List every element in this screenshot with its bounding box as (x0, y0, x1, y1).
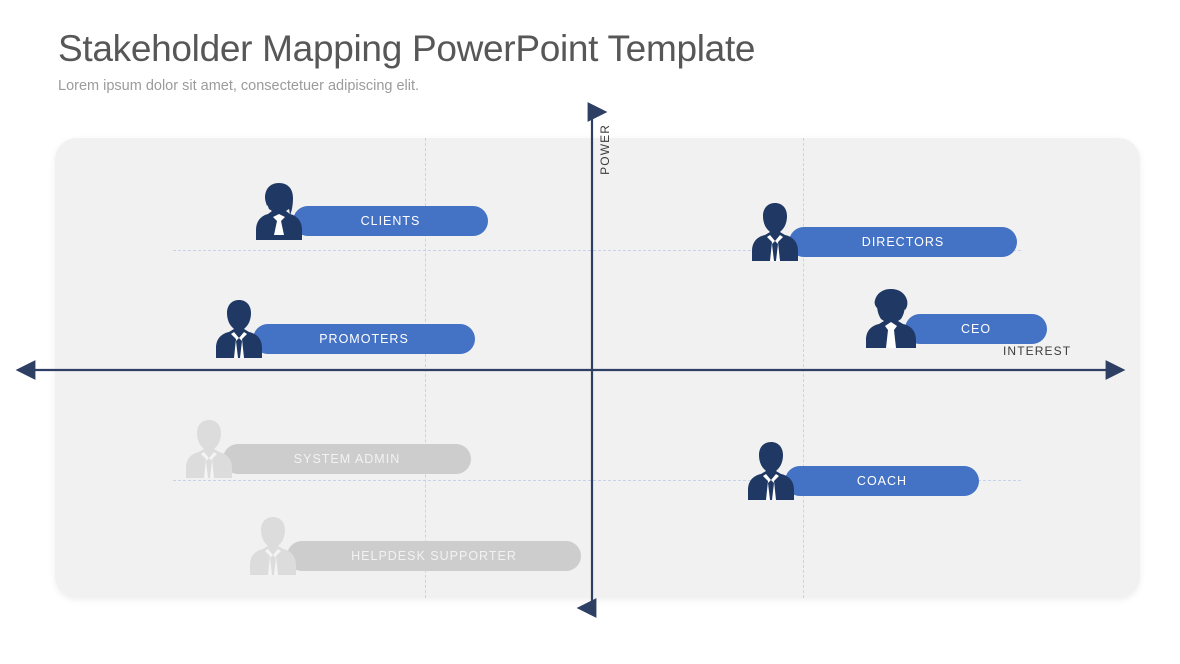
person-male-suit-icon (216, 300, 262, 358)
person-male-suit-icon (752, 203, 798, 261)
stakeholder-pill-directors[interactable]: DIRECTORS (789, 227, 1017, 257)
page-title: Stakeholder Mapping PowerPoint Template (58, 28, 756, 69)
stakeholder-pill-clients[interactable]: CLIENTS (293, 206, 488, 236)
person-male-suit-icon (250, 517, 296, 575)
stakeholder-label-promoters: PROMOTERS (319, 332, 409, 346)
stakeholder-label-directors: DIRECTORS (861, 235, 945, 249)
axis-label-interest: INTEREST (1003, 344, 1072, 358)
axis-power (576, 102, 608, 618)
axis-label-power: POWER (598, 124, 612, 175)
header: Stakeholder Mapping PowerPoint Template … (58, 28, 756, 94)
stakeholder-label-system-admin: SYSTEM ADMIN (293, 452, 401, 466)
stakeholder-pill-promoters[interactable]: PROMOTERS (253, 324, 475, 354)
stakeholder-label-clients: CLIENTS (360, 214, 421, 228)
person-male-suit-icon (748, 442, 794, 500)
stakeholder-label-coach: COACH (856, 474, 908, 488)
person-female-longhair-icon (256, 183, 302, 240)
stakeholder-pill-system-admin[interactable]: SYSTEM ADMIN (223, 444, 471, 474)
stakeholder-pill-ceo[interactable]: CEO (905, 314, 1047, 344)
page-subtitle: Lorem ipsum dolor sit amet, consectetuer… (58, 77, 420, 94)
stakeholder-label-helpdesk-supporter: HELPDESK SUPPORTER (351, 549, 517, 563)
stakeholder-label-ceo: CEO (960, 322, 992, 336)
stakeholder-pill-coach[interactable]: COACH (785, 466, 979, 496)
stakeholder-pill-helpdesk-supporter[interactable]: HELPDESK SUPPORTER (287, 541, 581, 571)
axis-interest (15, 360, 1126, 380)
person-male-suit-icon (186, 420, 232, 478)
person-female-curly-icon (866, 289, 916, 348)
